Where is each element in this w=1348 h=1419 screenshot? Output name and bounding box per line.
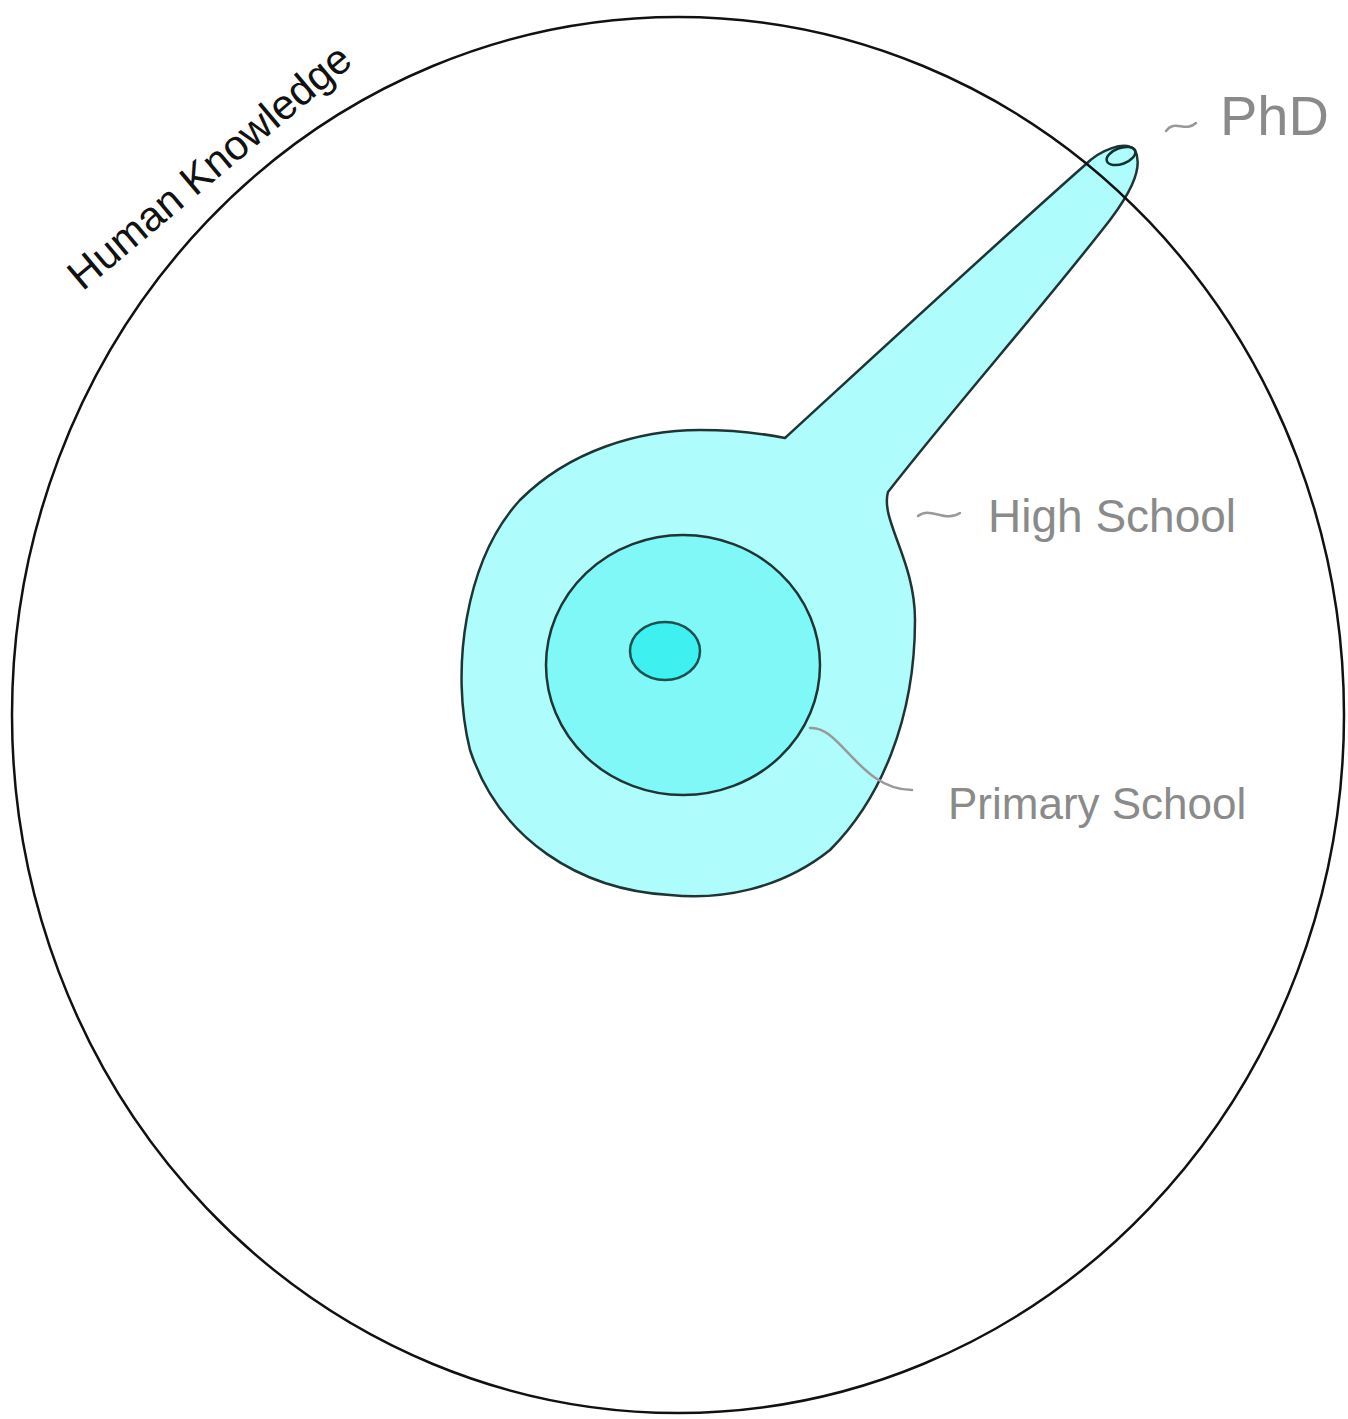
primary-school-region <box>546 535 820 795</box>
circle-heading: Human Knowledge <box>58 34 361 299</box>
phd-leader <box>1166 123 1196 131</box>
circle-outline <box>12 17 1344 1413</box>
knowledge-circle: Human Knowledge <box>12 17 1344 1413</box>
high-school-label: High School <box>988 490 1236 543</box>
primary-school-label: Primary School <box>948 779 1246 830</box>
high-school-leader <box>918 513 960 517</box>
phd-bump <box>1104 143 1138 168</box>
early-knowledge-dot <box>630 622 700 680</box>
phd-label: PhD <box>1220 84 1329 148</box>
primary-school-leader <box>810 728 912 790</box>
circle-outline-path <box>12 17 1344 1413</box>
